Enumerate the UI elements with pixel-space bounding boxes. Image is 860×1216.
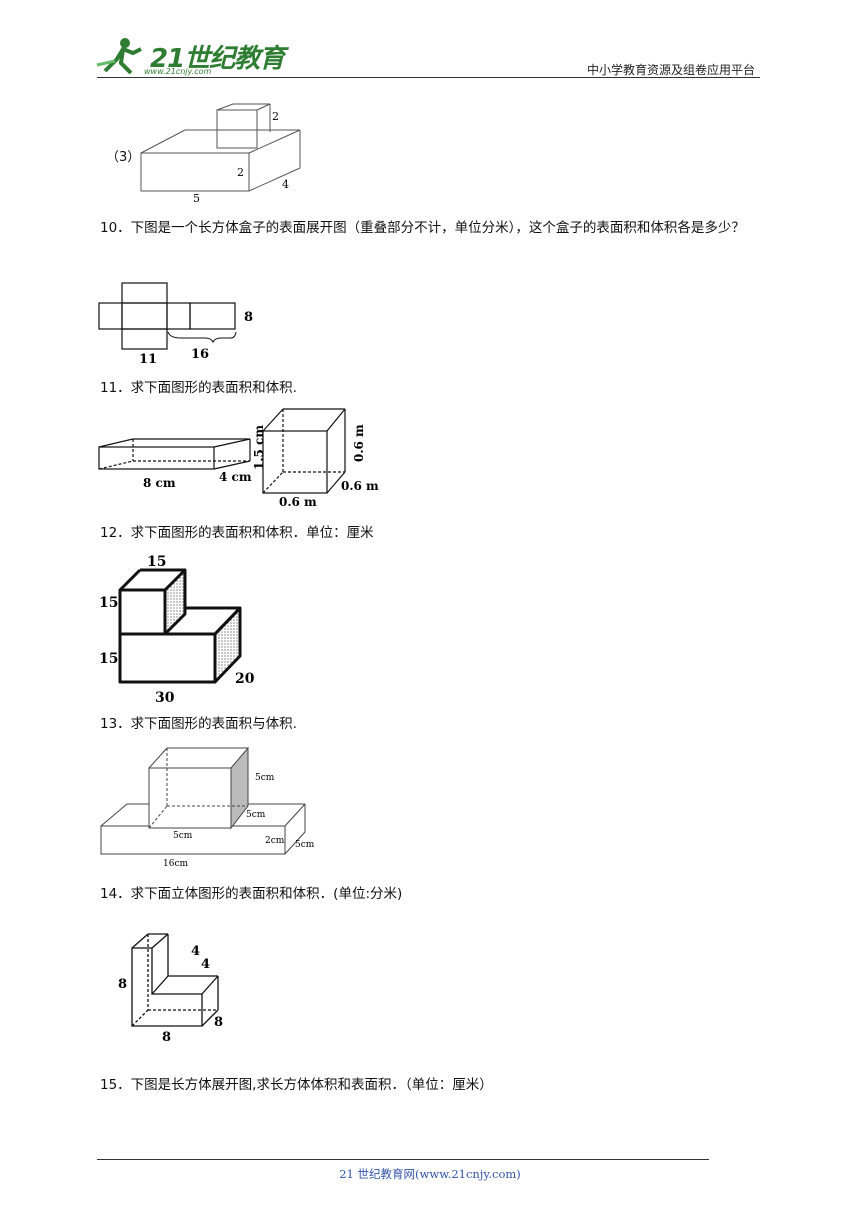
fig13-label: 5cm <box>255 773 275 783</box>
question-11: 11．求下面图形的表面积和体积. <box>100 380 297 396</box>
fig12-label: 15 <box>99 595 118 611</box>
fig12-label: 30 <box>155 690 175 706</box>
fig3-dim-label: 2 <box>272 110 279 123</box>
fig12-label: 15 <box>147 554 166 570</box>
fig10-net-diagram: 8 11 16 <box>98 282 253 365</box>
fig10-label: 16 <box>191 347 209 362</box>
fig11-label: 1.5 cm <box>252 425 266 470</box>
logo <box>95 35 265 77</box>
fig13-label: 5cm <box>173 831 193 841</box>
question-13: 13．求下面图形的表面积与体积. <box>100 716 297 732</box>
fig10-label: 8 <box>244 310 253 325</box>
header-platform-text: 中小学教育资源及组卷应用平台 <box>586 63 755 77</box>
fig13-label: 5cm <box>295 840 315 850</box>
fig14-label: 4 <box>191 944 200 959</box>
fig3-label: （3） <box>106 150 141 165</box>
header-divider <box>97 77 760 78</box>
fig14-diagram: 4 4 8 8 8 <box>118 933 223 1045</box>
footer-text: 21 世纪教育网(www.21cnjy.com) <box>339 1167 521 1181</box>
logo-text: 21世纪教育 <box>150 44 285 74</box>
fig12-diagram: 15 15 15 30 20 <box>99 554 255 706</box>
fig14-label: 8 <box>214 1015 223 1030</box>
fig11-diagram: 8 cm 4 cm 1.5 cm 0.6 m 0.6 m 0.6 m <box>98 408 379 509</box>
question-12: 12．求下面图形的表面积和体积．单位：厘米 <box>100 525 374 541</box>
fig14-label: 8 <box>118 977 127 992</box>
fig10-label: 11 <box>139 352 157 365</box>
fig11-label: 8 cm <box>143 476 176 490</box>
fig13-label: 2cm <box>265 836 285 846</box>
fig12-label: 20 <box>235 671 255 687</box>
fig11-label: 0.6 m <box>341 479 379 493</box>
fig3-diagram: 2 2 4 5 <box>140 103 301 205</box>
question-15: 15．下图是长方体展开图,求长方体体积和表面积．（单位：厘米） <box>100 1077 493 1093</box>
logo-url: www.21cnjy.com <box>144 67 212 76</box>
fig11-label: 0.6 m <box>279 495 317 509</box>
fig14-label: 8 <box>162 1030 171 1045</box>
fig14-label: 4 <box>201 957 210 972</box>
fig11-label: 0.6 m <box>352 424 366 462</box>
fig3-dim-label: 5 <box>193 192 200 205</box>
fig3-dim-label: 2 <box>237 166 244 179</box>
fig12-label: 15 <box>99 651 118 667</box>
fig3-dim-label: 4 <box>282 178 289 191</box>
fig13-label: 16cm <box>163 859 188 869</box>
footer-divider <box>97 1159 709 1160</box>
fig11-label: 4 cm <box>219 470 252 484</box>
fig13-diagram: 5cm 5cm 5cm 2cm 5cm 16cm <box>100 746 315 869</box>
fig13-label: 5cm <box>246 810 266 820</box>
question-14: 14．求下面立体图形的表面积和体积．(单位:分米) <box>100 886 403 902</box>
question-10: 10．下图是一个长方体盒子的表面展开图（重叠部分不计，单位分米），这个盒子的表面… <box>100 220 745 236</box>
runner-logo-icon <box>96 38 142 75</box>
